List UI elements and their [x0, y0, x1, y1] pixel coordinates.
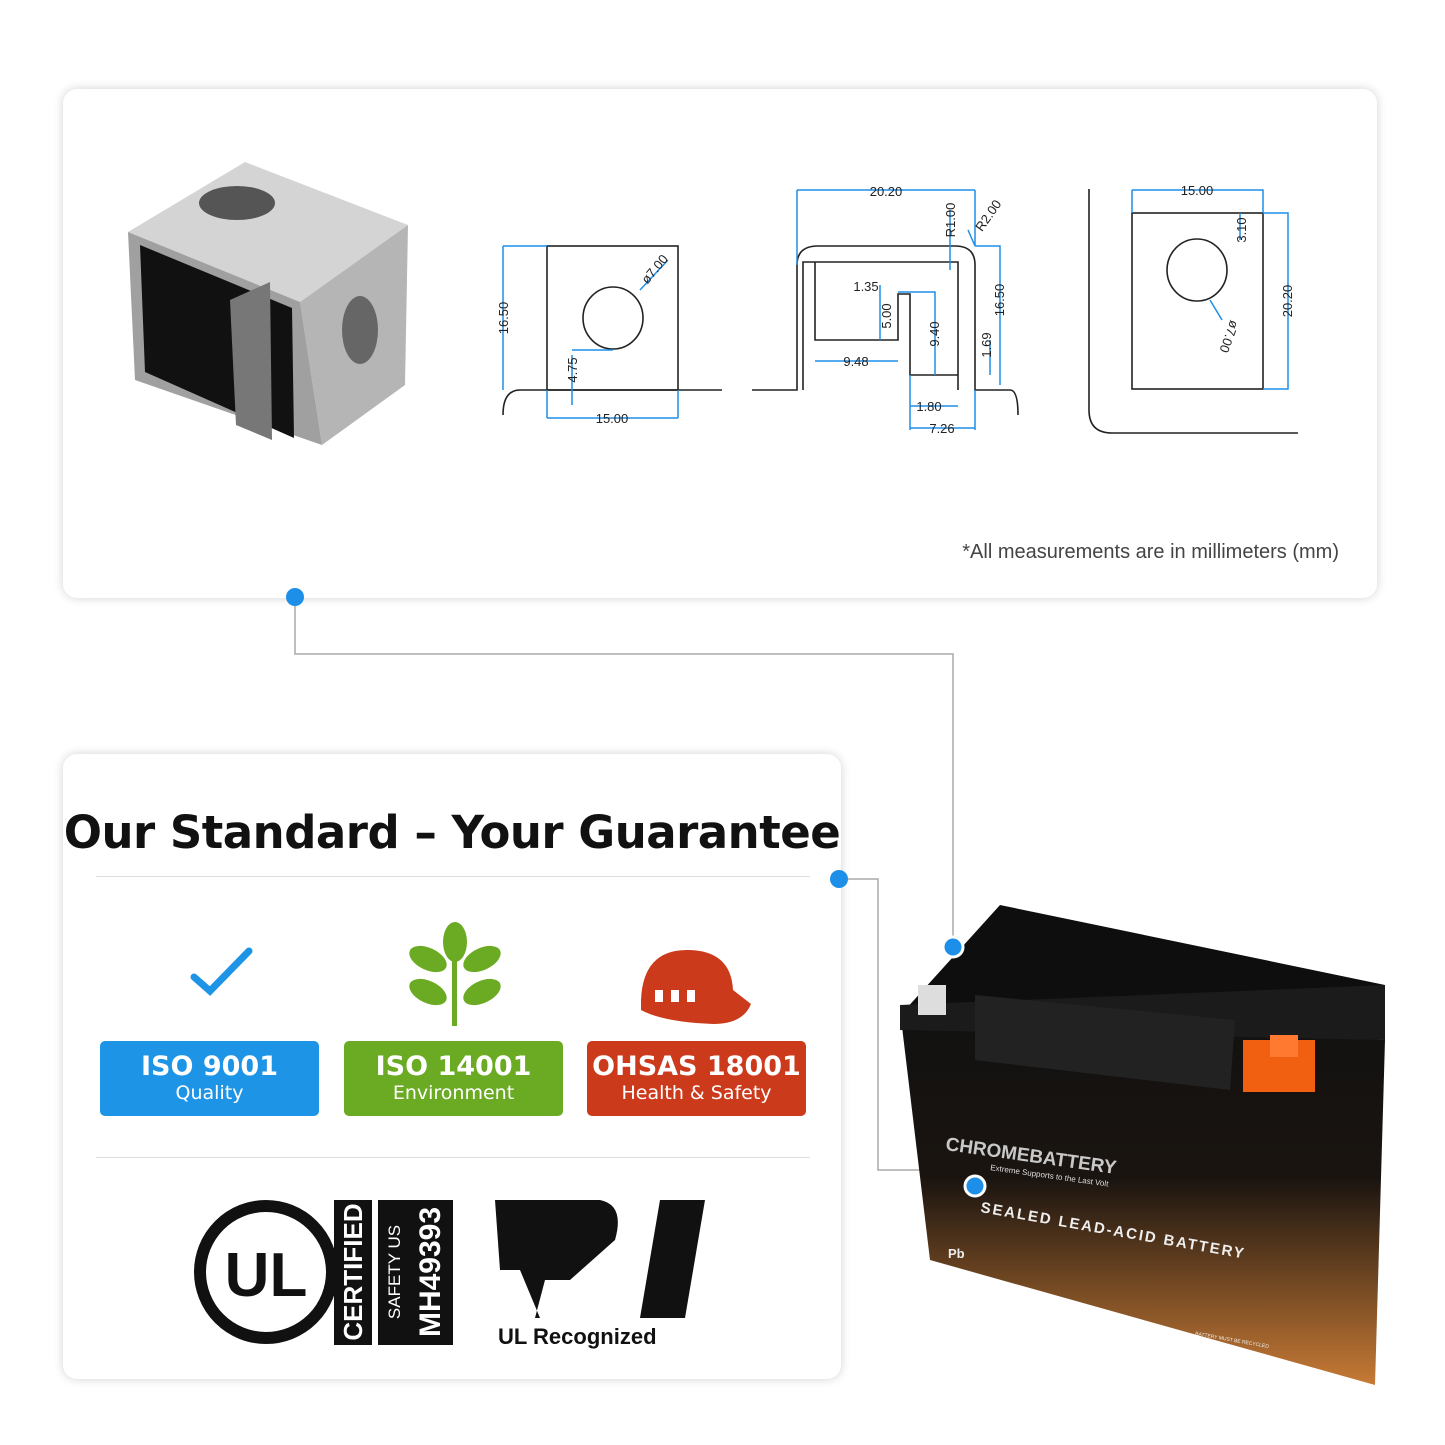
connector-dot [963, 1174, 987, 1198]
divider [96, 1157, 810, 1158]
badge-label: ISO 14001 [375, 1051, 532, 1082]
checkmark-icon [190, 947, 253, 996]
badge-ohsas-18001: OHSAS 18001 Health & Safety [587, 1041, 806, 1116]
guarantee-card: Our Standard – Your Guarantee ISO 9001 Q… [63, 754, 841, 1379]
hard-hat-icon [641, 950, 751, 1024]
dimensions-card: 16.50 15.00 4.75 ø7.00 20.20 R1.00 R2.00… [63, 89, 1377, 598]
guarantee-icons [190, 922, 751, 1026]
leaf-plant-icon [409, 922, 501, 1026]
terminal-drawings: 16.50 15.00 4.75 ø7.00 20.20 R1.00 R2.00… [128, 162, 1298, 445]
dim-top-offset: 3.10 [1234, 217, 1249, 242]
dim-top-height: 20.20 [1280, 285, 1295, 318]
dim-side-width: 20.20 [870, 184, 903, 199]
connector-dot [830, 870, 848, 888]
terminal-3d-render [128, 162, 408, 445]
ul-safety-text: SAFETY US [385, 1225, 404, 1319]
badge-label: ISO 9001 [141, 1051, 278, 1082]
connector-dot [286, 588, 304, 606]
dim-top-width: 15.00 [1181, 183, 1214, 198]
ul-recognized-logo: UL Recognized [495, 1200, 705, 1349]
badge-iso-14001: ISO 14001 Environment [344, 1041, 563, 1116]
dim-front-offset: 4.75 [565, 357, 580, 382]
dim-side-726: 7.26 [929, 421, 954, 436]
dim-side-940: 9.40 [927, 321, 942, 346]
dim-side-500: 5.00 [879, 303, 894, 328]
ul-certified-text: CERTIFIED [338, 1203, 368, 1340]
badge-sub: Health & Safety [621, 1082, 772, 1104]
battery-pb: Pb [948, 1246, 965, 1261]
dim-front-width: 15.00 [596, 411, 629, 426]
ul-logo-text: UL [225, 1241, 308, 1310]
measurement-note: *All measurements are in millimeters (mm… [962, 541, 1339, 563]
ul-recognized-text: UL Recognized [498, 1324, 657, 1349]
badge-label: OHSAS 18001 [592, 1051, 801, 1082]
dim-front-height: 16.50 [496, 302, 511, 335]
dim-side-948: 9.48 [843, 354, 868, 369]
registered-mark-icon [681, 1200, 703, 1222]
dim-side-169: 1.69 [979, 332, 994, 357]
ul-logos: UL CERTIFIED SAFETY US MH49393 UL Recogn… [194, 1200, 705, 1349]
dim-side-180: 1.80 [916, 399, 941, 414]
ul-certified-logo: UL CERTIFIED SAFETY US MH49393 [194, 1200, 453, 1345]
dim-side-r1: R1.00 [943, 203, 958, 238]
badge-sub: Quality [175, 1082, 244, 1104]
divider [96, 876, 810, 877]
connector-dot [941, 935, 965, 959]
dim-side-135: 1.35 [853, 279, 878, 294]
ul-number-text: MH49393 [414, 1207, 447, 1337]
badge-iso-9001: ISO 9001 Quality [100, 1041, 319, 1116]
guarantee-title: Our Standard – Your Guarantee [63, 806, 841, 859]
dim-side-1650: 16.50 [992, 284, 1007, 317]
badge-sub: Environment [392, 1082, 515, 1104]
